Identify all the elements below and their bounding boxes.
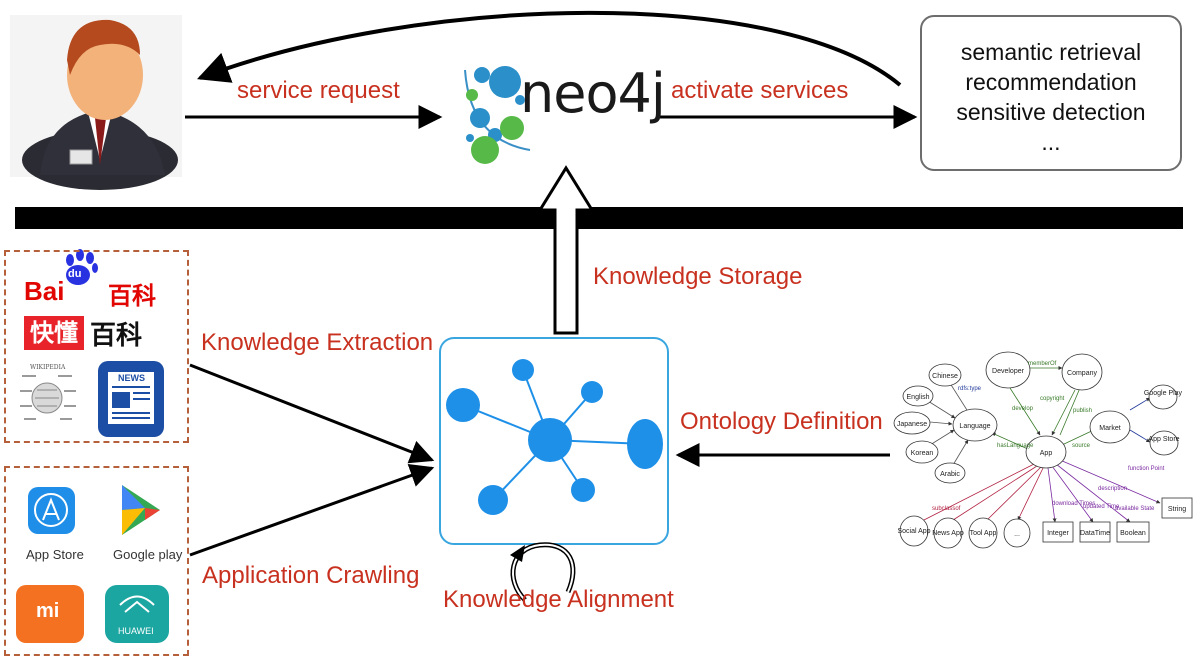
onto-node-label: Company: [1067, 370, 1097, 377]
knowledge-storage-label: Knowledge Storage: [593, 263, 803, 290]
onto-node-label: English: [907, 394, 930, 401]
app-sources-box: [4, 466, 189, 656]
onto-edge-label: function Point: [1128, 466, 1165, 472]
onto-edge-label: available State: [1115, 506, 1155, 512]
ontology-definition-label: Ontology Definition: [680, 408, 883, 435]
news-icon: [98, 361, 164, 437]
onto-node-label: Language: [959, 423, 990, 430]
wikipedia-label: WIKIPEDIA: [30, 364, 66, 371]
onto-edge-label: subclassof: [932, 506, 961, 512]
xiaomi-icon: [16, 585, 84, 643]
onto-node-label: Market: [1099, 425, 1120, 432]
app-store-icon: [28, 487, 75, 534]
baidu-du-text: du: [68, 268, 82, 280]
baidu-logo: Bai: [24, 276, 64, 307]
xiaomi-label: mi: [36, 600, 60, 622]
onto-node-label: News App: [932, 530, 964, 537]
onto-node-label: DataTime: [1080, 530, 1110, 537]
onto-node-label: Japanese: [897, 421, 927, 428]
crawling-arrow: [189, 464, 435, 557]
knowledge-alignment-label: Knowledge Alignment: [443, 586, 674, 613]
onto-node-label: ...: [1014, 531, 1020, 538]
onto-edge-label: memberOf: [1028, 361, 1057, 367]
onto-edge-label: publish: [1073, 408, 1092, 414]
onto-edge-label: download Times: [1052, 501, 1095, 507]
divider-bar: [15, 207, 1183, 229]
onto-node-label: App: [1040, 450, 1053, 457]
onto-edge-label: source: [1072, 443, 1091, 449]
kuaidong-logo: 快懂: [24, 316, 84, 350]
ontology-graph: Chinese English Japanese Korean Arabic L…: [893, 351, 1193, 549]
kuaidong-baike-text: 百科: [90, 321, 143, 351]
huawei-icon: [105, 585, 169, 643]
service-item: semantic retrieval: [960, 39, 1142, 65]
service-request-label: service request: [237, 77, 400, 104]
application-crawling-label: Application Crawling: [202, 562, 420, 589]
neo4j-logo-icon: [464, 66, 531, 164]
neo4j-wordmark: neo4j: [520, 62, 666, 125]
onto-node-label: String: [1168, 506, 1186, 513]
baidu-bai-text: Bai: [24, 276, 65, 306]
wikipedia-globe-icon: [20, 375, 76, 420]
onto-node-label: Google Play: [1144, 390, 1183, 397]
knowledge-sources-box: [4, 250, 189, 443]
onto-edge-label: rdfs:type: [958, 386, 982, 392]
services-box: semantic retrieval recommendation sensit…: [920, 15, 1182, 171]
onto-edge-label: description: [1098, 486, 1127, 492]
onto-node-label: Tool App: [970, 530, 997, 537]
onto-node-label: Integer: [1047, 530, 1069, 537]
onto-node-label: Boolean: [1120, 530, 1146, 537]
onto-node-label: Korean: [911, 450, 934, 457]
extraction-arrow: [189, 363, 435, 464]
google-play-icon: [122, 485, 160, 535]
baidu-baike-text: 百科: [108, 282, 156, 310]
onto-node-label: Arabic: [940, 471, 960, 478]
onto-node-label: App Store: [1148, 436, 1179, 443]
knowledge-graph-box: [439, 337, 669, 545]
news-label: NEWS: [118, 373, 145, 383]
service-item: ...: [1041, 129, 1061, 155]
user-avatar-icon: [10, 15, 182, 190]
onto-edge-label: develop: [1012, 406, 1034, 412]
activate-services-label: activate services: [671, 77, 849, 104]
service-return-arrow: [197, 10, 902, 87]
baidu-paw-icon: [66, 249, 98, 285]
huawei-label: HUAWEI: [118, 626, 154, 636]
knowledge-extraction-label: Knowledge Extraction: [201, 329, 434, 356]
service-item: sensitive detection: [956, 99, 1146, 125]
knowledge-storage-arrow: [537, 165, 595, 335]
onto-edge-label: hasLanguage: [997, 443, 1034, 449]
onto-node-label: Developer: [992, 368, 1025, 375]
onto-node-label: Chinese: [932, 373, 958, 380]
google-play-label: Google play: [113, 547, 183, 562]
onto-edge-label: copyright: [1040, 396, 1065, 402]
onto-edge-label: updated Time: [1083, 504, 1120, 510]
app-store-label: App Store: [26, 547, 84, 562]
service-item: recommendation: [965, 69, 1137, 95]
onto-node-label: Social App: [897, 528, 930, 535]
